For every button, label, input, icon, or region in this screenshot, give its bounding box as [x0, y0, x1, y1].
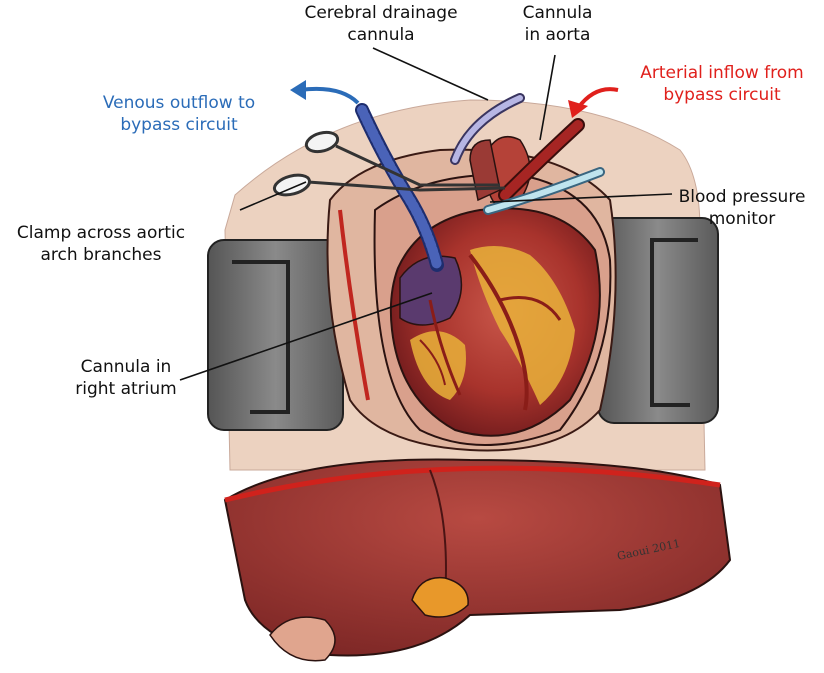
label-line: right atrium	[75, 379, 177, 399]
clamp	[272, 130, 506, 197]
label-cerebral-drainage-cannula: Cerebral drainage cannula	[286, 2, 476, 46]
label-line: Blood pressure	[678, 187, 806, 207]
label-arterial-inflow: Arterial inflow from bypass circuit	[622, 62, 822, 106]
left-retractor	[207, 239, 344, 431]
label-line: Arterial inflow from	[640, 63, 804, 83]
venous-cannula	[355, 103, 444, 272]
label-cannula-right-atrium: Cannula in right atrium	[66, 356, 186, 400]
leader-lines	[179, 47, 673, 381]
label-line: cannula	[347, 25, 415, 45]
gallbladder	[411, 576, 469, 618]
label-line: Venous outflow to	[102, 93, 256, 113]
right-atrium	[399, 255, 463, 326]
label-line: Cerebral drainage	[304, 3, 458, 23]
label-cannula-in-aorta: Cannula in aorta	[505, 2, 610, 46]
label-line: bypass circuit	[120, 115, 238, 135]
label-line: arch branches	[40, 245, 162, 265]
label-line: Cannula	[522, 3, 593, 23]
label-blood-pressure-monitor: Blood pressure monitor	[672, 186, 812, 230]
label-clamp: Clamp across aortic arch branches	[0, 222, 202, 266]
label-line: monitor	[708, 209, 776, 229]
label-line: in aorta	[524, 25, 591, 45]
label-line: Clamp across aortic	[16, 223, 186, 243]
venous-arrow	[299, 86, 360, 105]
right-retractor	[597, 217, 719, 424]
label-venous-outflow: Venous outflow to bypass circuit	[88, 92, 270, 136]
label-line: Cannula in	[80, 357, 172, 377]
label-line: bypass circuit	[663, 85, 781, 105]
